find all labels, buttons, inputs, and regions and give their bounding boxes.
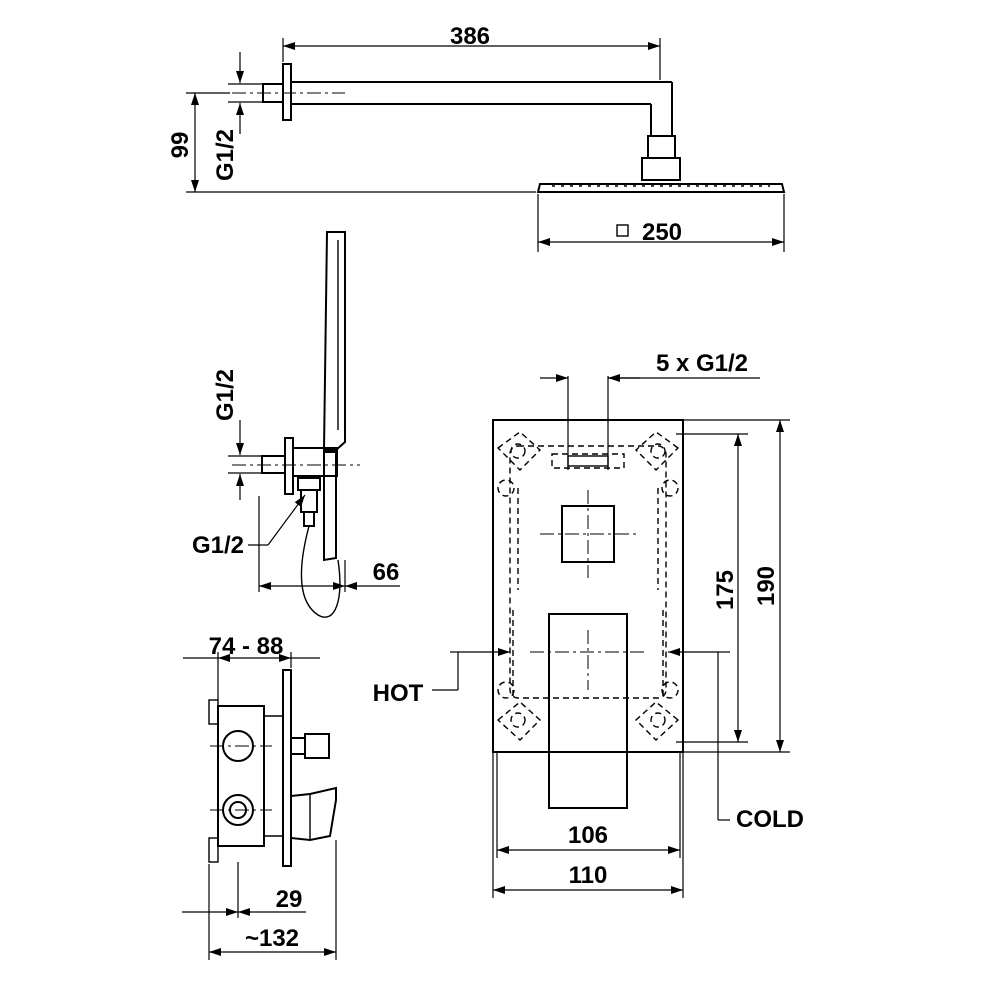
dim-outer-width: 110 bbox=[569, 862, 608, 889]
dim-hand-depth: 66 bbox=[373, 559, 400, 586]
dim-arm-length: 386 bbox=[450, 23, 490, 50]
dim-arm-thread: G1/2 bbox=[212, 129, 239, 181]
mounting-lug-bottom-left bbox=[496, 701, 542, 741]
label-hot: HOT bbox=[373, 680, 424, 707]
hand-shower-view: G1/2 G1/2 66 bbox=[192, 231, 400, 618]
dim-arm-height: 99 bbox=[167, 132, 194, 159]
dim-box-depth-range: 74 - 88 bbox=[209, 633, 284, 660]
shower-arm-view: 386 G1/2 99 250 bbox=[167, 23, 786, 252]
dim-outlets: 5 x G1/2 bbox=[656, 350, 748, 377]
dim-box-total: ~132 bbox=[245, 925, 299, 952]
label-cold: COLD bbox=[736, 806, 804, 833]
mounting-lug-bottom-right bbox=[634, 701, 680, 741]
mounting-lug-top-left bbox=[496, 431, 542, 471]
mounting-lug-top-right bbox=[634, 431, 680, 471]
square-symbol-icon bbox=[616, 224, 629, 237]
dim-inner-height: 175 bbox=[712, 570, 739, 610]
mixer-front-view: 5 x G1/2 HOT COLD 175 190 106 110 bbox=[373, 350, 804, 898]
mixer-side-view: 74 - 88 29 ~132 bbox=[182, 633, 337, 960]
dim-outer-height: 190 bbox=[753, 566, 780, 606]
dim-box-front: 29 bbox=[276, 886, 303, 913]
dim-inner-width: 106 bbox=[568, 822, 608, 849]
dim-hand-thread-top: G1/2 bbox=[212, 369, 239, 421]
dim-head-size: 250 bbox=[642, 219, 682, 246]
dim-hand-thread-bottom: G1/2 bbox=[192, 532, 244, 559]
